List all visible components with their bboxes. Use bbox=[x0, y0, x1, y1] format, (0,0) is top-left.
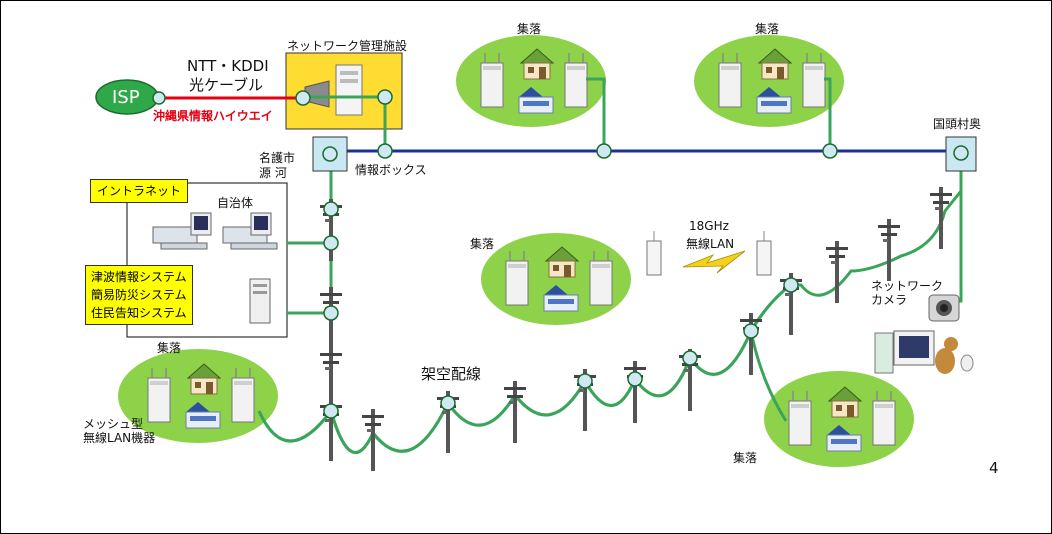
lightning-bolt-icon bbox=[682, 250, 746, 274]
wireless-name-label: 無線LAN bbox=[686, 237, 735, 251]
info-highway-label: 沖縄県情報ハイウエイ bbox=[153, 109, 273, 123]
mesh-device-label: メッシュ型 無線LAN機器 bbox=[83, 417, 156, 445]
intranet-box bbox=[126, 182, 288, 338]
settlement-right bbox=[764, 371, 914, 467]
fiber-cable-label: 光ケーブル bbox=[189, 76, 264, 94]
overhead-wiring-label: 架空配線 bbox=[421, 365, 482, 383]
radio-unit-icon bbox=[646, 231, 662, 276]
settlement-label: 集落 bbox=[470, 237, 495, 251]
page-number: 4 bbox=[989, 459, 999, 477]
settlement-label: 集落 bbox=[733, 451, 758, 465]
settlement-top-1 bbox=[456, 35, 606, 127]
settlement-left bbox=[118, 349, 278, 443]
network-camera-icon bbox=[928, 294, 960, 322]
junction-nodes bbox=[152, 89, 838, 419]
settlement-top-2 bbox=[694, 35, 844, 127]
system-item: 津波情報システム bbox=[91, 270, 187, 284]
settlement-label: 集落 bbox=[517, 22, 542, 36]
server-icon bbox=[249, 278, 271, 324]
settlement-label: 集落 bbox=[755, 22, 780, 36]
infobox-label: 情報ボックス bbox=[355, 163, 427, 177]
kunigami-label: 国頭村奥 bbox=[933, 117, 982, 131]
management-facility-label: ネットワーク管理施設 bbox=[287, 39, 408, 53]
radio-unit-icon bbox=[756, 231, 772, 276]
fiber-carrier-label: NTT・KDDI bbox=[187, 57, 269, 75]
settlement-label: 集落 bbox=[157, 341, 182, 355]
wireless-band-label: 18GHz bbox=[689, 219, 729, 233]
network-camera-label: ネットワーク カメラ bbox=[871, 279, 944, 307]
dog-icon bbox=[935, 337, 974, 374]
overhead-cable bbox=[257, 283, 792, 455]
nago-label: 名護市 源 河 bbox=[259, 151, 296, 180]
municipality-label: 自治体 bbox=[217, 196, 254, 210]
isp-label: ISP bbox=[112, 87, 140, 108]
monitor-icon bbox=[874, 330, 935, 374]
desktop-pc-icon bbox=[152, 212, 212, 250]
system-item: 簡易防災システム bbox=[91, 288, 187, 302]
server-rack-icon bbox=[335, 64, 363, 116]
system-item: 住民告知システム bbox=[91, 306, 187, 320]
intranet-title: イントラネット bbox=[90, 179, 189, 203]
desktop-pc-icon bbox=[222, 212, 278, 250]
systems-box: 津波情報システム 簡易防災システム 住民告知システム bbox=[85, 265, 193, 325]
settlement-middle bbox=[481, 233, 631, 325]
